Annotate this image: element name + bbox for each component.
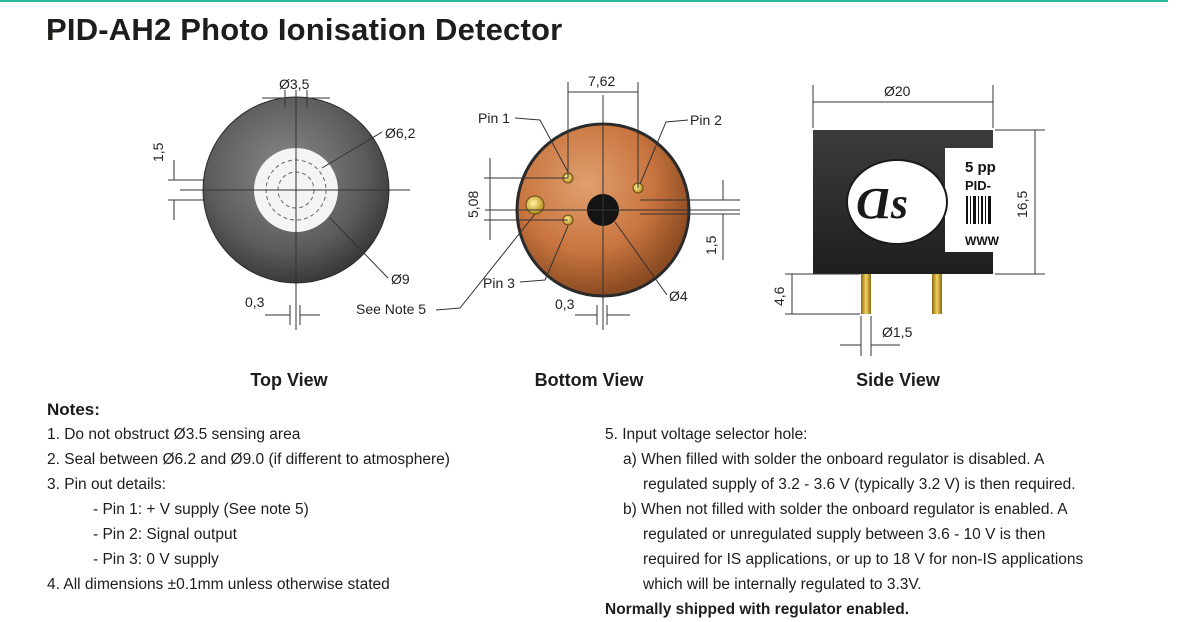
notes-heading: Notes: (47, 400, 100, 419)
bottom-dim-h03: 0,3 (555, 296, 575, 312)
note-5b-line4: which will be internally regulated to 3.… (643, 576, 922, 593)
top-dim-d62: Ø6,2 (385, 125, 416, 141)
note-2: 2. Seal between Ø6.2 and Ø9.0 (if differ… (47, 451, 450, 468)
side-view: Ɑs 5 pp PID- WWW Ø20 16,5 4,6 (771, 83, 1045, 356)
side-dim-h165: 16,5 (1014, 191, 1030, 218)
note-1: 1. Do not obstruct Ø3.5 sensing area (47, 426, 301, 443)
side-label-line-2: PID- (965, 178, 991, 193)
bottom-view-caption: Bottom View (534, 370, 644, 390)
note-5b-line2: regulated or unregulated supply between … (643, 526, 1046, 543)
shipping-note: Normally shipped with regulator enabled. (605, 601, 910, 618)
page-title: PID-AH2 Photo Ionisation Detector (46, 12, 563, 47)
top-dim-d35: Ø3,5 (279, 76, 310, 92)
side-label-line-3: WWW (965, 234, 1000, 248)
note-5b-line1: b) When not filled with solder the onboa… (623, 501, 1068, 518)
top-view: Ø3,5 Ø6,2 Ø9 1,5 0,3 (150, 76, 416, 330)
note-5: 5. Input voltage selector hole: (605, 426, 808, 443)
side-view-caption: Side View (856, 370, 940, 390)
note-3-pin1: - Pin 1: + V supply (See note 5) (93, 501, 309, 518)
top-dim-h03: 0,3 (245, 294, 265, 310)
top-accent-line (0, 0, 1168, 2)
top-view-caption: Top View (250, 370, 328, 390)
note-3-pin3: - Pin 3: 0 V supply (93, 551, 219, 568)
note-5a-line1: a) When filled with solder the onboard r… (623, 451, 1045, 468)
side-pin-right (932, 274, 942, 314)
pin3-label: Pin 3 (483, 275, 515, 291)
top-dim-v15: 1,5 (150, 142, 166, 162)
side-dim-d20: Ø20 (884, 83, 911, 99)
alphasense-logo (846, 159, 948, 245)
pin1-label: Pin 1 (478, 110, 510, 126)
see-note5-label: See Note 5 (356, 301, 426, 317)
top-dim-d9: Ø9 (391, 271, 410, 287)
voltage-selector-hole (525, 195, 545, 215)
barcode-icon (966, 196, 991, 224)
side-label-line-1: 5 pp (965, 159, 996, 176)
side-pin-left (861, 274, 871, 314)
bottom-dim-w762: 7,62 (588, 73, 615, 89)
pin2-label: Pin 2 (690, 112, 722, 128)
bottom-dim-d4: Ø4 (669, 288, 688, 304)
note-3: 3. Pin out details: (47, 476, 166, 493)
bottom-dim-v508: 5,08 (465, 191, 481, 218)
side-dim-d15: Ø1,5 (882, 324, 913, 340)
bottom-dim-v15: 1,5 (703, 235, 719, 255)
note-3-pin2: - Pin 2: Signal output (93, 526, 237, 543)
technical-drawing: Ø3,5 Ø6,2 Ø9 1,5 0,3 7,62 (150, 73, 1045, 356)
side-dim-h46: 4,6 (771, 286, 787, 306)
note-5b-line3: required for IS applications, or up to 1… (643, 551, 1084, 568)
logo-text: Ɑs (856, 179, 908, 228)
note-5a-line2: regulated supply of 3.2 - 3.6 V (typical… (643, 476, 1076, 493)
note-4: 4. All dimensions ±0.1mm unless otherwis… (47, 576, 390, 593)
bottom-view: 7,62 5,08 1,5 0,3 Ø4 Pin 1 Pin 2 Pin 3 S… (356, 73, 740, 330)
